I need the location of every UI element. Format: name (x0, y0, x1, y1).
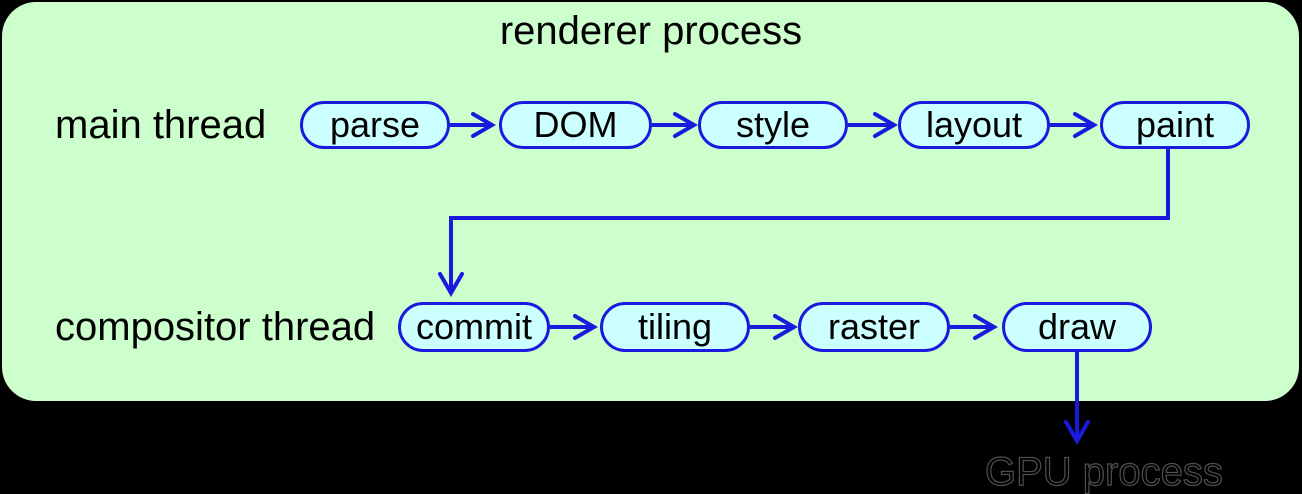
stage-node-tiling: tiling (600, 302, 750, 352)
stage-node-raster: raster (798, 302, 950, 352)
stage-node-parse: parse (300, 101, 450, 149)
stage-node-dom: DOM (499, 101, 652, 149)
stage-node-layout: layout (898, 101, 1050, 149)
stage-node-paint: paint (1100, 101, 1250, 149)
compositor-thread-label: compositor thread (55, 305, 376, 349)
diagram-title: renderer process (499, 9, 803, 53)
gpu-process-label: GPU process (984, 449, 1223, 494)
stage-node-commit: commit (398, 302, 550, 352)
stage-node-style: style (698, 101, 848, 149)
main-thread-label: main thread (55, 103, 267, 147)
stage-node-draw: draw (1002, 302, 1152, 352)
